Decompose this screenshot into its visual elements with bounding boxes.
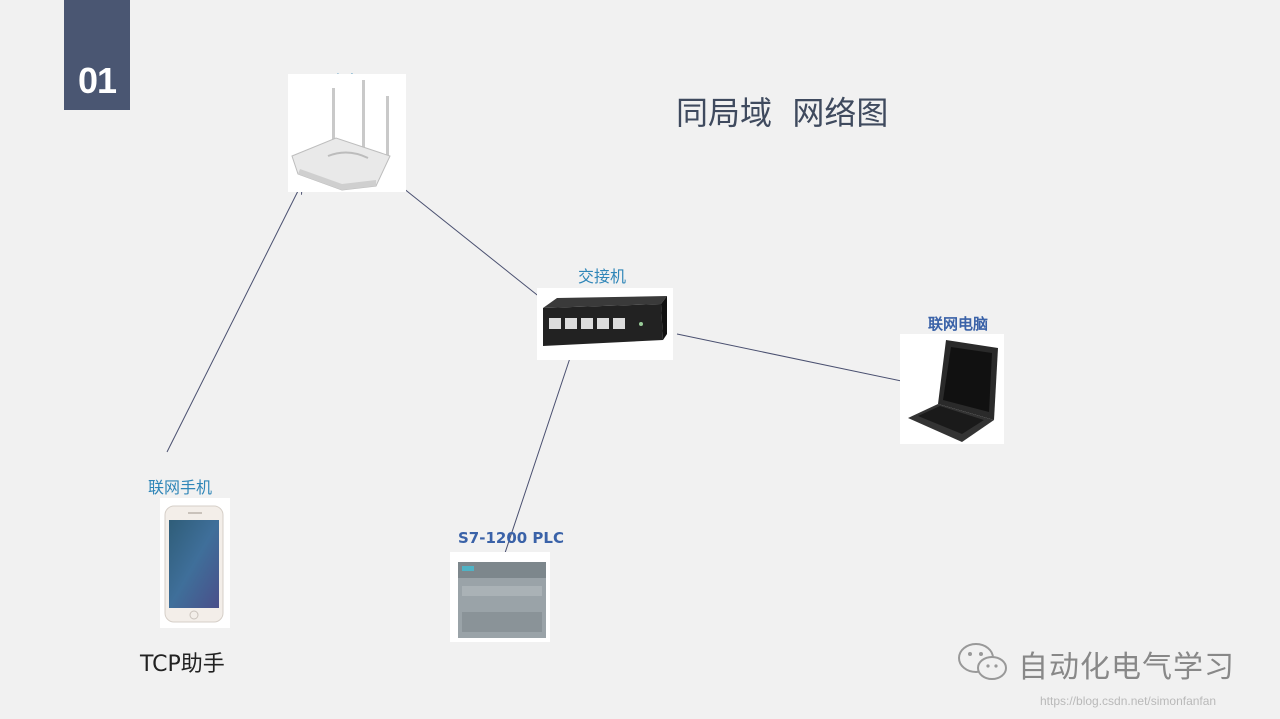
- switch-label: 交接机: [578, 267, 627, 286]
- watermark-brand: 自动化电气学习: [1018, 650, 1235, 685]
- router-icon: [291, 80, 391, 191]
- phone-icon: [164, 505, 224, 623]
- slide-number: 01: [77, 60, 117, 101]
- slide-number-block: 01: [64, 0, 130, 110]
- plc-icon: [458, 562, 546, 638]
- laptop-icon: [908, 340, 998, 442]
- arrow-phone-to-router: [166, 183, 302, 453]
- switch-image: [537, 288, 673, 360]
- laptop-label: 联网电脑: [928, 315, 989, 333]
- phone-label: 联网手机: [148, 478, 213, 497]
- plc-image: [450, 552, 550, 642]
- arrow-switch-to-plc: [495, 351, 573, 583]
- phone-caption: TCP助手: [140, 652, 225, 677]
- watermark-url: https://blog.csdn.net/simonfanfan: [1040, 694, 1217, 708]
- plc-label: S7-1200 PLC: [458, 529, 564, 547]
- wechat-icon: [958, 643, 1007, 680]
- router-image: [288, 74, 406, 192]
- arrow-switch-to-laptop: [676, 333, 930, 387]
- diagram-title: 同局域 网络图: [676, 94, 889, 132]
- switch-icon: [543, 296, 667, 346]
- laptop-image: [900, 334, 1004, 444]
- phone-image: [160, 498, 230, 628]
- arrow-router-to-switch: [397, 183, 551, 306]
